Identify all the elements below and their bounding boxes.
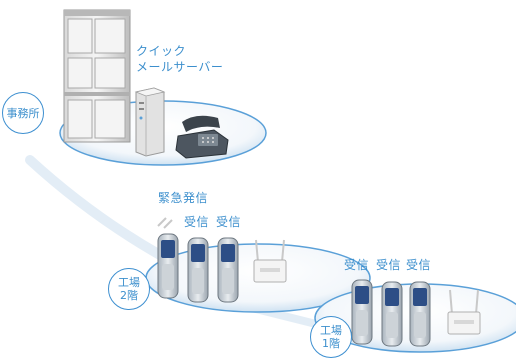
handset-icon — [157, 233, 179, 299]
handset-icon — [217, 237, 239, 303]
area-badge-office: 事務所 — [2, 92, 44, 134]
handset-icon — [351, 279, 373, 345]
mail-server-tower-icon — [134, 87, 166, 157]
receive-label: 受信 — [376, 258, 402, 272]
receive-label: 受信 — [406, 258, 432, 272]
handset-icon — [409, 281, 431, 347]
area-badge-floor2-line2: 2階 — [120, 289, 138, 302]
base-station-icon — [253, 239, 287, 283]
area-badge-floor1: 工場 1階 — [310, 316, 352, 358]
area-badge-floor2-line1: 工場 — [118, 276, 140, 289]
office-area — [59, 9, 267, 166]
handset-group — [157, 233, 239, 303]
area-badge-floor1-line2: 1階 — [322, 337, 340, 350]
handset-group — [351, 279, 431, 347]
desk-phone-icon — [175, 115, 229, 159]
server-rack-icon — [63, 9, 131, 143]
signal-wave-icon — [157, 217, 173, 229]
area-badge-office-text: 事務所 — [6, 106, 40, 120]
base-station-icon — [447, 289, 481, 335]
connection-trail-office-to-floor2 — [25, 155, 165, 260]
receive-label: 受信 — [344, 258, 370, 272]
handset-icon — [381, 281, 403, 347]
emergency-call-label: 緊急発信 — [158, 191, 209, 205]
area-badge-floor2: 工場 2階 — [108, 268, 150, 310]
factory-floor1-area — [314, 279, 516, 353]
server-label-line2: メールサーバー — [136, 60, 224, 74]
receive-label: 受信 — [184, 215, 210, 229]
area-badge-floor1-line1: 工場 — [320, 324, 342, 337]
receive-label: 受信 — [216, 215, 242, 229]
handset-icon — [187, 237, 209, 303]
server-label-line1: クイック — [136, 44, 187, 58]
